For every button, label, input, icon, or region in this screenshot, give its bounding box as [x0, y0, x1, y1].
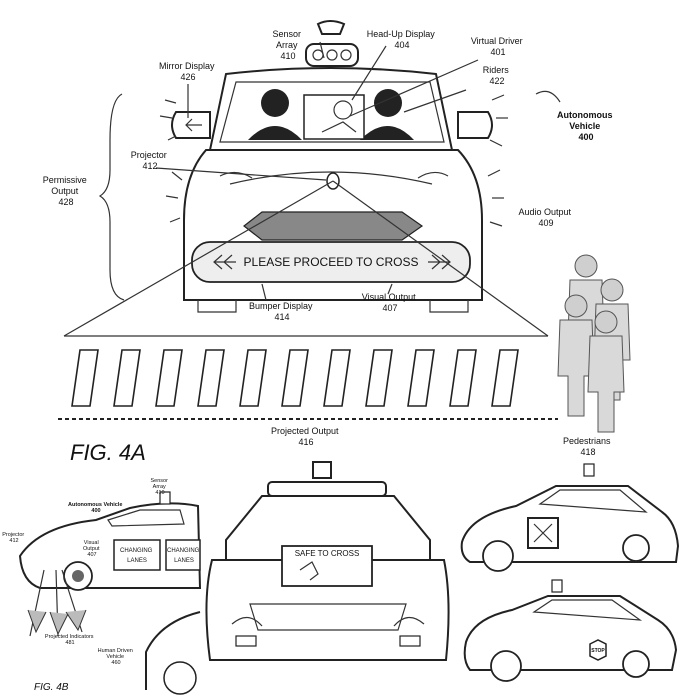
bumper-message: PLEASE PROCEED TO CROSS [244, 255, 419, 269]
label-projected-output: Projected Output 416 [271, 426, 341, 447]
stop-sign-text: STOP [591, 648, 605, 654]
label-virtual-driver: Virtual Driver 401 [471, 36, 525, 57]
label-permissive-output: Permissive Output 428 [43, 175, 90, 207]
crosswalk-stripe [492, 350, 518, 406]
pedestrians-group [558, 255, 630, 432]
changing-lanes-panel-right [166, 540, 200, 570]
mirror-display-left [172, 112, 210, 138]
crosswalk-stripe [240, 350, 266, 406]
crosswalk-stripe [408, 350, 434, 406]
permissive-output-bracket [100, 94, 124, 300]
label-4b-visual-output: Visual Output 407 [83, 540, 101, 558]
label-autonomous-vehicle: Autonomous Vehicle 400 [557, 110, 615, 142]
label-pedestrians: Pedestrians 418 [563, 436, 613, 457]
label-bumper-display: Bumper Display 414 [249, 301, 315, 322]
label-4b-projected-indicators: Projected Indicators 481 [45, 634, 95, 646]
label-audio-output: Audio Output 409 [518, 207, 573, 228]
fig-4b-caption: FIG. 4B [34, 682, 69, 693]
crosswalk-stripe [450, 350, 476, 406]
crosswalk-stripe [282, 350, 308, 406]
rider-left [248, 89, 302, 140]
fig4b-left-vehicle [20, 492, 200, 636]
fig4b-right-vehicle-top [462, 464, 678, 571]
label-4b-human-driven-vehicle: Human Driven Vehicle 460 [98, 648, 135, 666]
label-riders: Riders 422 [483, 65, 512, 86]
crosswalk-stripe [114, 350, 140, 406]
label-4b-projector: Projector 412 [2, 532, 26, 544]
label-mirror-display: Mirror Display 426 [159, 61, 217, 82]
label-projector: Projector 412 [131, 150, 170, 171]
crosswalk-stripe [324, 350, 350, 406]
human-driven-vehicle [146, 612, 200, 694]
fig4b-right-vehicle-bottom: STOP [465, 580, 676, 681]
fig-4a-caption: FIG. 4A [70, 440, 146, 465]
rider-right [360, 89, 414, 140]
label-visual-output: Visual Output 407 [362, 292, 418, 313]
label-head-up-display: Head-Up Display 404 [367, 29, 438, 50]
sensor-array-housing [306, 44, 358, 66]
crosswalk-stripe [366, 350, 392, 406]
projected-crosswalk [72, 350, 518, 406]
crosswalk-stripe [198, 350, 224, 406]
crosswalk-stripe [72, 350, 98, 406]
crosswalk-stripe [156, 350, 182, 406]
mirror-display-right [458, 112, 492, 138]
safe-to-cross-text: SAFE TO CROSS [295, 549, 360, 558]
head-up-display [304, 95, 364, 139]
changing-lanes-panel-left [114, 540, 160, 570]
label-sensor-array: Sensor Array 410 [272, 29, 303, 61]
sensor-dome [318, 21, 344, 34]
fig4b-center-vehicle: SAFE TO CROSS [206, 462, 448, 660]
